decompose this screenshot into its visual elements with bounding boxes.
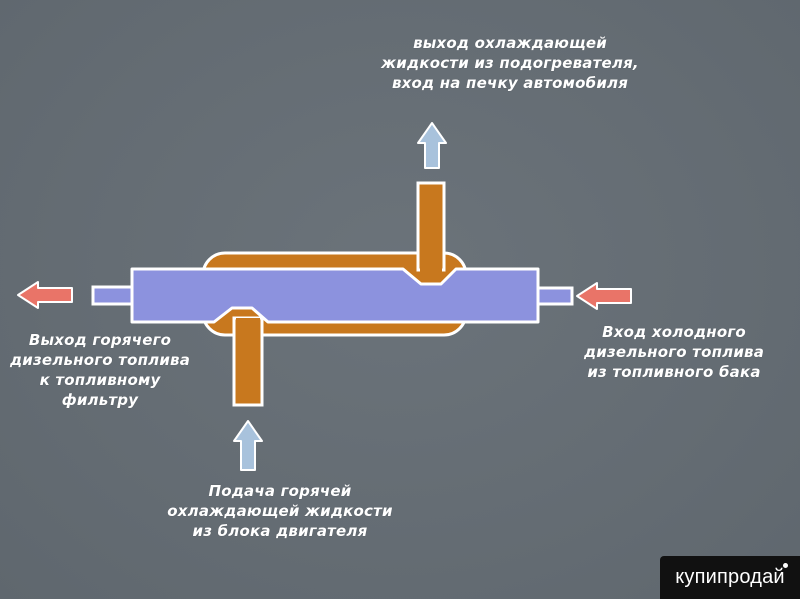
cold-fuel-inlet-label-line-3: из топливного бака: [587, 363, 761, 381]
coolant-inlet-label-line-1: Подача горячей: [208, 482, 352, 500]
coolant-outlet-label-line-1: выход охлаждающей: [413, 34, 607, 52]
fuel-outlet-pipe: [91, 285, 137, 306]
coolant-inlet-label-line-3: из блока двигателя: [192, 522, 368, 540]
cold-fuel-inlet-label: Вход холодного дизельного топлива из топ…: [558, 322, 790, 382]
fuel-tube: [130, 267, 540, 324]
coolant-outlet-arrow: [417, 122, 447, 169]
coolant-inlet-arrow: [233, 420, 263, 471]
fuel-inlet-pipe: [534, 286, 574, 306]
hot-fuel-outlet-label: Выход горячего дизельного топлива к топл…: [0, 330, 200, 410]
hot-fuel-outlet-label-line-3: к топливному: [39, 371, 161, 389]
coolant-inlet-label-line-2: охлаждающей жидкости: [167, 502, 393, 520]
watermark-text: купипродай: [675, 566, 785, 588]
hot-fuel-outlet-arrow: [17, 281, 73, 309]
coolant-outlet-label-line-2: жидкости из подогревателя,: [381, 54, 639, 72]
cold-fuel-inlet-label-line-1: Вход холодного: [602, 323, 746, 341]
hot-fuel-outlet-label-line-1: Выход горячего: [28, 331, 172, 349]
coolant-inlet-label: Подача горячей охлаждающей жидкости из б…: [150, 481, 410, 541]
cold-fuel-inlet-arrow: [576, 282, 632, 310]
site-watermark: купипродай: [660, 556, 800, 599]
hot-fuel-outlet-label-line-2: дизельного топлива: [9, 351, 191, 369]
coolant-outlet-label: выход охлаждающей жидкости из подогреват…: [360, 33, 660, 93]
hot-fuel-outlet-label-line-4: фильтру: [61, 391, 139, 409]
watermark-dot-icon: [783, 563, 788, 568]
coolant-outlet-label-line-3: вход на печку автомобиля: [391, 74, 629, 92]
cold-fuel-inlet-label-line-2: дизельного топлива: [583, 343, 765, 361]
